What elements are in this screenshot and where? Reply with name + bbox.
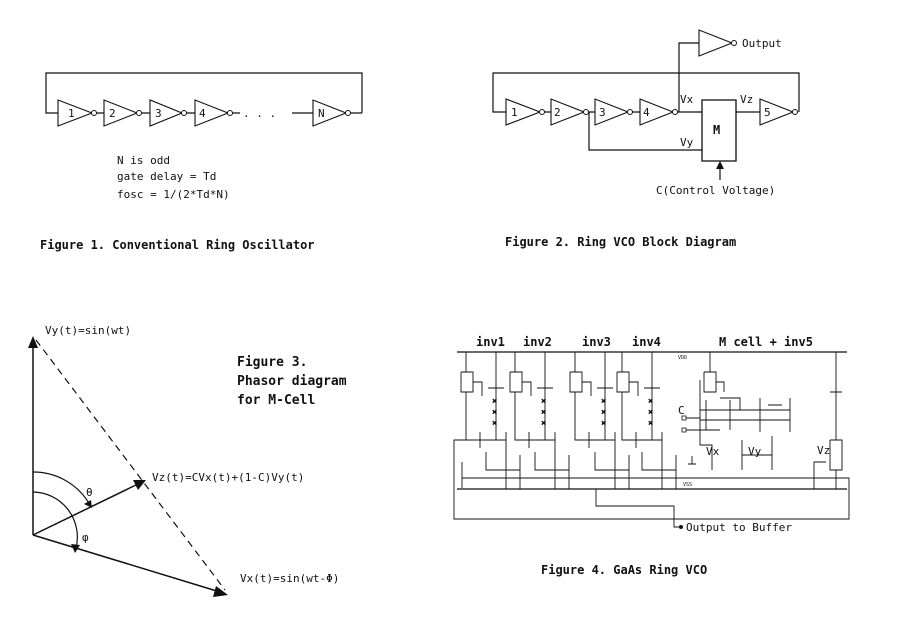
fig3-dashed-chord [35, 339, 226, 591]
figure-2-ring-vco-block: 1 2 3 4 5 Output M [492, 29, 800, 249]
fig2-gate-label: 4 [643, 106, 650, 119]
fig4-label-inv3: inv3 [582, 335, 611, 349]
fig4-m-cell-circuit [681, 352, 791, 470]
fig4-diode-marker: ✖ [541, 408, 546, 418]
fig3-caption-line3: for M-Cell [237, 393, 315, 408]
fig2-control-arrow [716, 161, 724, 169]
fig4-diode-marker: ✖ [541, 419, 546, 429]
fig4-caption: Figure 4. GaAs Ring VCO [541, 563, 707, 577]
fig2-inverter-4: 4 [639, 98, 678, 126]
fig2-gate-label: 1 [511, 106, 518, 119]
fig4-feedback-wire [453, 439, 850, 520]
fig1-note-delay: gate delay = Td [117, 170, 216, 183]
fig3-caption-line2: Phasor diagram [237, 374, 347, 389]
fig2-vz-label: Vz [740, 93, 753, 106]
fig2-gate-label: 2 [554, 106, 561, 119]
figure-3-phasor-diagram: Vy(t)=sin(wt) Vz(t)=CVx(t)+(1-C)Vy(t) Vx… [28, 324, 347, 597]
fig4-vz-label: Vz [817, 444, 830, 457]
fig2-vx-wire [676, 42, 702, 113]
fig2-caption: Figure 2. Ring VCO Block Diagram [505, 235, 736, 249]
fig1-inverter-3: 3 [149, 99, 187, 127]
fig4-label-inv2: inv2 [523, 335, 552, 349]
fig2-m-cell: M [701, 99, 737, 162]
fig4-c-label: C [678, 404, 685, 417]
fig2-inverter-5: 5 [759, 98, 798, 126]
fig2-gate-label: 3 [599, 106, 606, 119]
fig1-gate-label: 4 [199, 107, 206, 120]
fig4-inverter-stages: ✖✖✖✖✖✖✖✖✖✖✖✖ [460, 352, 677, 489]
fig3-caption-line1: Figure 3. [237, 355, 307, 370]
fig4-inv5-circuit [808, 352, 843, 489]
fig3-theta-arc [32, 471, 91, 506]
fig2-inverter-3: 3 [594, 98, 633, 126]
fig3-vx-arrowhead [213, 586, 228, 597]
fig4-diode-marker: ✖ [492, 408, 497, 418]
fig4-diode-marker: ✖ [648, 408, 653, 418]
fig4-inverter-stage: ✖✖✖ [509, 352, 570, 489]
fig1-ellipsis: . . . [243, 107, 276, 120]
fig2-vx-label: Vx [680, 93, 694, 106]
fig1-gate-label: 1 [68, 107, 75, 120]
fig1-gate-label: N [318, 107, 325, 120]
fig4-output-wire [595, 489, 679, 528]
fig2-inverter-2: 2 [550, 98, 589, 126]
figure-4-gaas-ring-vco: VDD VSS inv1 inv2 inv3 inv4 M cell + inv… [453, 335, 850, 577]
fig1-inverter-2: 2 [103, 99, 142, 127]
fig2-output-buffer: Output [698, 29, 782, 57]
fig4-diode-marker: ✖ [601, 419, 606, 429]
fig2-vy-label: Vy [680, 136, 694, 149]
fig3-vz-arrowhead [133, 480, 146, 490]
fig4-label-inv4: inv4 [632, 335, 661, 349]
fig4-label-mcell-inv5: M cell + inv5 [719, 335, 813, 349]
fig1-inverter-1: 1 [57, 99, 97, 127]
fig3-phi-arc [32, 491, 78, 549]
fig3-theta-label: θ [86, 486, 93, 499]
fig1-caption: Figure 1. Conventional Ring Oscillator [40, 238, 315, 252]
fig2-vy-wire [588, 112, 702, 151]
fig1-gate-label: 3 [155, 107, 162, 120]
fig1-note-odd: N is odd [117, 154, 170, 167]
fig4-vx-label: Vx [706, 445, 720, 458]
fig2-inverter-1: 1 [505, 98, 545, 126]
fig3-vx-label: Vx(t)=sin(wt-Φ) [240, 572, 339, 585]
fig3-phi-label: φ [82, 531, 89, 544]
fig4-inverter-stage: ✖✖✖ [460, 352, 521, 489]
fig2-feedback-wire [492, 72, 800, 113]
fig1-note-fosc: fosc = 1/(2*Td*N) [117, 188, 230, 201]
fig4-vy-label: Vy [748, 445, 762, 458]
fig4-diode-marker: ✖ [648, 397, 653, 407]
fig4-inverter-stage: ✖✖✖ [569, 352, 630, 489]
fig4-diode-marker: ✖ [492, 397, 497, 407]
fig4-label-inv1: inv1 [476, 335, 505, 349]
fig3-vy-arrowhead [28, 336, 38, 348]
fig3-vx-vector [32, 534, 221, 593]
fig2-control-label: C(Control Voltage) [656, 184, 775, 197]
fig4-vdd-label: VDD [678, 355, 687, 361]
fig4-diode-marker: ✖ [601, 397, 606, 407]
fig4-diode-marker: ✖ [541, 397, 546, 407]
figure-1-ring-oscillator: 1 2 3 4 . . . N N is odd gate delay = Td… [40, 72, 363, 252]
fig4-output-label: Output to Buffer [686, 521, 792, 534]
fig1-gate-label: 2 [109, 107, 116, 120]
fig1-inverter-4: 4 [194, 99, 233, 127]
fig3-theta-arrowhead [84, 500, 92, 508]
fig4-inverter-stage: ✖✖✖ [616, 352, 677, 489]
fig4-vss-label: VSS [683, 482, 692, 488]
fig3-vz-vector [32, 483, 139, 536]
fig1-feedback-wire [45, 72, 363, 114]
fig1-inverter-n: N [312, 99, 351, 127]
fig4-output-node [679, 525, 683, 529]
fig2-output-label: Output [742, 37, 782, 50]
fig4-ground-symbol [688, 456, 696, 465]
fig2-gate-label: 5 [764, 106, 771, 119]
fig4-diode-marker: ✖ [492, 419, 497, 429]
fig3-vy-label: Vy(t)=sin(wt) [45, 324, 131, 337]
fig4-diode-marker: ✖ [601, 408, 606, 418]
fig2-m-label: M [713, 123, 720, 137]
fig3-phi-arrowhead [71, 544, 80, 553]
fig4-diode-marker: ✖ [648, 419, 653, 429]
fig3-vz-label: Vz(t)=CVx(t)+(1-C)Vy(t) [152, 471, 304, 484]
